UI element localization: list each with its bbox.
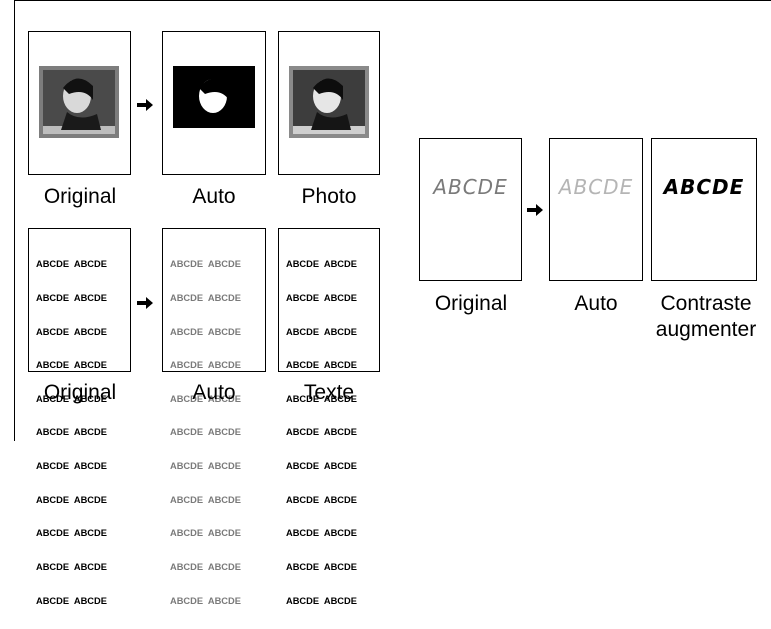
caption-text-texte: Texte — [303, 381, 355, 404]
text-line: ABCDE ABCDE — [286, 461, 357, 472]
text-line: ABCDE ABCDE — [36, 427, 107, 438]
text-line: ABCDE ABCDE — [286, 326, 357, 337]
text-line: ABCDE ABCDE — [170, 360, 241, 371]
text-line: ABCDE ABCDE — [36, 461, 107, 472]
text-line: ABCDE ABCDE — [170, 393, 241, 404]
text-line: ABCDE ABCDE — [286, 595, 357, 606]
caption-photo-photo: Photo — [301, 185, 357, 208]
text-line: ABCDE ABCDE — [286, 427, 357, 438]
text-original-page: ABCDE ABCDE ABCDE ABCDE ABCDE ABCDE ABCD… — [28, 228, 131, 606]
contrast-auto-page: ABCDE — [549, 138, 643, 281]
right-arrow-icon — [527, 204, 543, 216]
text-sample-block: ABCDE ABCDE ABCDE ABCDE ABCDE ABCDE ABCD… — [170, 237, 260, 629]
right-arrow-icon — [137, 297, 153, 309]
handwriting-text: ABCDE — [663, 175, 745, 199]
portrait-photo-original — [39, 66, 119, 138]
text-auto-page: ABCDE ABCDE ABCDE ABCDE ABCDE ABCDE ABCD… — [162, 228, 266, 606]
text-line: ABCDE ABCDE — [170, 293, 241, 304]
text-sample-block: ABCDE ABCDE ABCDE ABCDE ABCDE ABCDE ABCD… — [286, 237, 374, 629]
portrait-photo-enhanced — [289, 66, 369, 138]
handwriting-text: ABCDE — [558, 175, 634, 199]
caption-text-auto: Auto — [192, 381, 236, 404]
caption-photo-original: Original — [43, 185, 117, 208]
text-line: ABCDE ABCDE — [286, 528, 357, 539]
text-line: ABCDE ABCDE — [36, 293, 107, 304]
text-line: ABCDE ABCDE — [170, 494, 241, 505]
text-line: ABCDE ABCDE — [170, 259, 241, 270]
text-line: ABCDE ABCDE — [36, 360, 107, 371]
text-line: ABCDE ABCDE — [170, 461, 241, 472]
right-arrow-icon — [137, 99, 153, 111]
photo-auto-page — [162, 31, 266, 175]
text-line: ABCDE ABCDE — [286, 393, 357, 404]
text-line: ABCDE ABCDE — [286, 360, 357, 371]
text-line: ABCDE ABCDE — [170, 528, 241, 539]
text-sample-block: ABCDE ABCDE ABCDE ABCDE ABCDE ABCDE ABCD… — [36, 237, 125, 629]
caption-text-original: Original — [43, 381, 117, 404]
text-line: ABCDE ABCDE — [36, 494, 107, 505]
text-line: ABCDE ABCDE — [286, 293, 357, 304]
caption-contrast-auto: Auto — [574, 292, 618, 315]
handwriting-text: ABCDE — [433, 175, 508, 199]
text-line: ABCDE ABCDE — [286, 494, 357, 505]
photo-photo-page — [278, 31, 380, 175]
caption-contrast-line1: Contraste — [660, 292, 752, 315]
portrait-photo-auto — [173, 66, 255, 138]
contrast-original-page: ABCDE — [419, 138, 522, 281]
text-texte-page: ABCDE ABCDE ABCDE ABCDE ABCDE ABCDE ABCD… — [278, 228, 380, 606]
text-line: ABCDE ABCDE — [36, 595, 107, 606]
text-line: ABCDE ABCDE — [36, 561, 107, 572]
text-line: ABCDE ABCDE — [36, 259, 107, 270]
figure-frame — [14, 0, 771, 441]
text-line: ABCDE ABCDE — [170, 326, 241, 337]
text-line: ABCDE ABCDE — [170, 595, 241, 606]
photo-original-page — [28, 31, 131, 175]
text-line: ABCDE ABCDE — [170, 427, 241, 438]
caption-contrast-original: Original — [434, 292, 508, 315]
text-line: ABCDE ABCDE — [286, 561, 357, 572]
contrast-enhanced-page: ABCDE — [651, 138, 757, 281]
text-line: ABCDE ABCDE — [170, 561, 241, 572]
text-line: ABCDE ABCDE — [286, 259, 357, 270]
caption-contrast-line2: augmenter — [655, 318, 757, 341]
text-line: ABCDE ABCDE — [36, 393, 107, 404]
caption-photo-auto: Auto — [192, 185, 236, 208]
text-line: ABCDE ABCDE — [36, 326, 107, 337]
text-line: ABCDE ABCDE — [36, 528, 107, 539]
